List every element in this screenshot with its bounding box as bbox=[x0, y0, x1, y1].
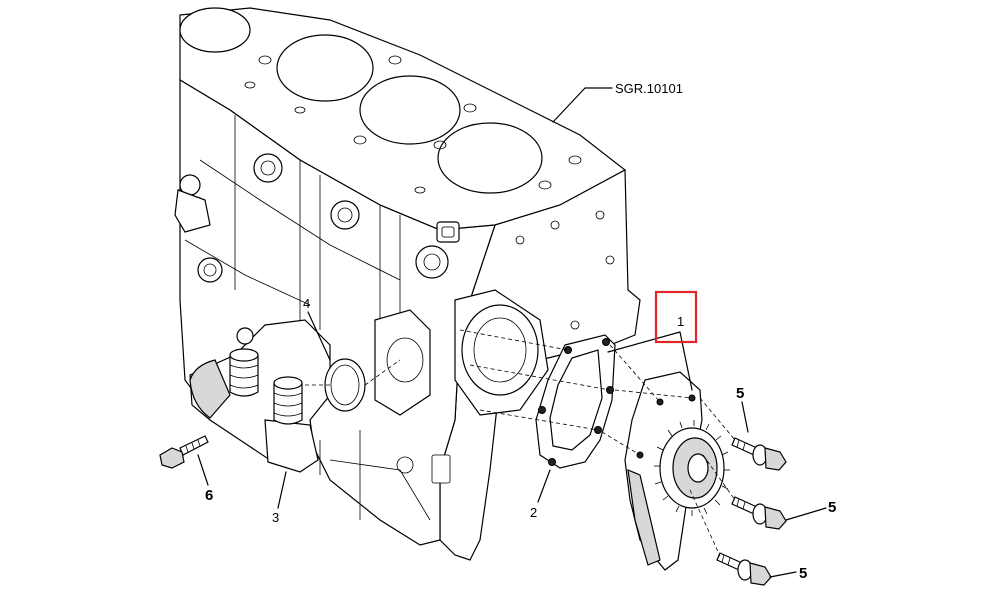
callout-5-middle: 5 bbox=[828, 499, 836, 516]
callout-6: 6 bbox=[205, 487, 213, 504]
bolt-part-6 bbox=[159, 435, 209, 469]
bolt-part-5-top bbox=[731, 437, 787, 471]
leader-5a bbox=[741, 401, 749, 433]
side-bosses bbox=[179, 153, 449, 283]
outlet-pipe-right bbox=[273, 382, 303, 425]
sprocket-teeth bbox=[654, 420, 730, 516]
water-pump bbox=[624, 371, 730, 571]
leader-1 bbox=[607, 331, 681, 353]
callout-3: 3 bbox=[272, 510, 279, 525]
cylinder-bore-3 bbox=[359, 75, 461, 145]
block-pump-housing bbox=[374, 289, 549, 416]
engine-block bbox=[174, 7, 641, 561]
water-outlet-housing bbox=[189, 319, 331, 473]
cylinder-bore-2 bbox=[276, 34, 374, 102]
callout-1-highlight-box bbox=[654, 290, 698, 344]
leader-5c bbox=[769, 571, 797, 578]
block-plug bbox=[436, 221, 460, 243]
side-ribs bbox=[184, 115, 401, 330]
leader-2 bbox=[537, 469, 551, 503]
cylinder-bore-4 bbox=[437, 122, 543, 194]
bolt-part-5-bottom bbox=[716, 552, 772, 586]
leader-5b bbox=[785, 507, 827, 521]
leader-3 bbox=[277, 471, 287, 509]
leader-lines bbox=[197, 87, 827, 578]
callout-2: 2 bbox=[530, 505, 537, 520]
callout-4: 4 bbox=[303, 296, 310, 311]
o-ring-seal bbox=[324, 358, 366, 412]
pump-gasket bbox=[535, 334, 616, 469]
deck-holes bbox=[244, 55, 582, 194]
leader-4 bbox=[307, 311, 331, 361]
reference-code-label: SGR.10101 bbox=[615, 81, 683, 96]
callout-1: 1 bbox=[677, 314, 684, 329]
lower-details bbox=[319, 430, 451, 521]
outlet-pipe-left bbox=[229, 354, 259, 397]
callout-5-top: 5 bbox=[736, 385, 744, 402]
leader-6 bbox=[197, 454, 209, 486]
leader-sgr bbox=[552, 87, 613, 123]
alignment-lines bbox=[305, 329, 736, 557]
side-sensor bbox=[174, 189, 211, 233]
cylinder-bore-1 bbox=[179, 7, 251, 53]
bolt-part-5-middle bbox=[731, 496, 787, 530]
callout-5-bottom: 5 bbox=[799, 565, 807, 582]
